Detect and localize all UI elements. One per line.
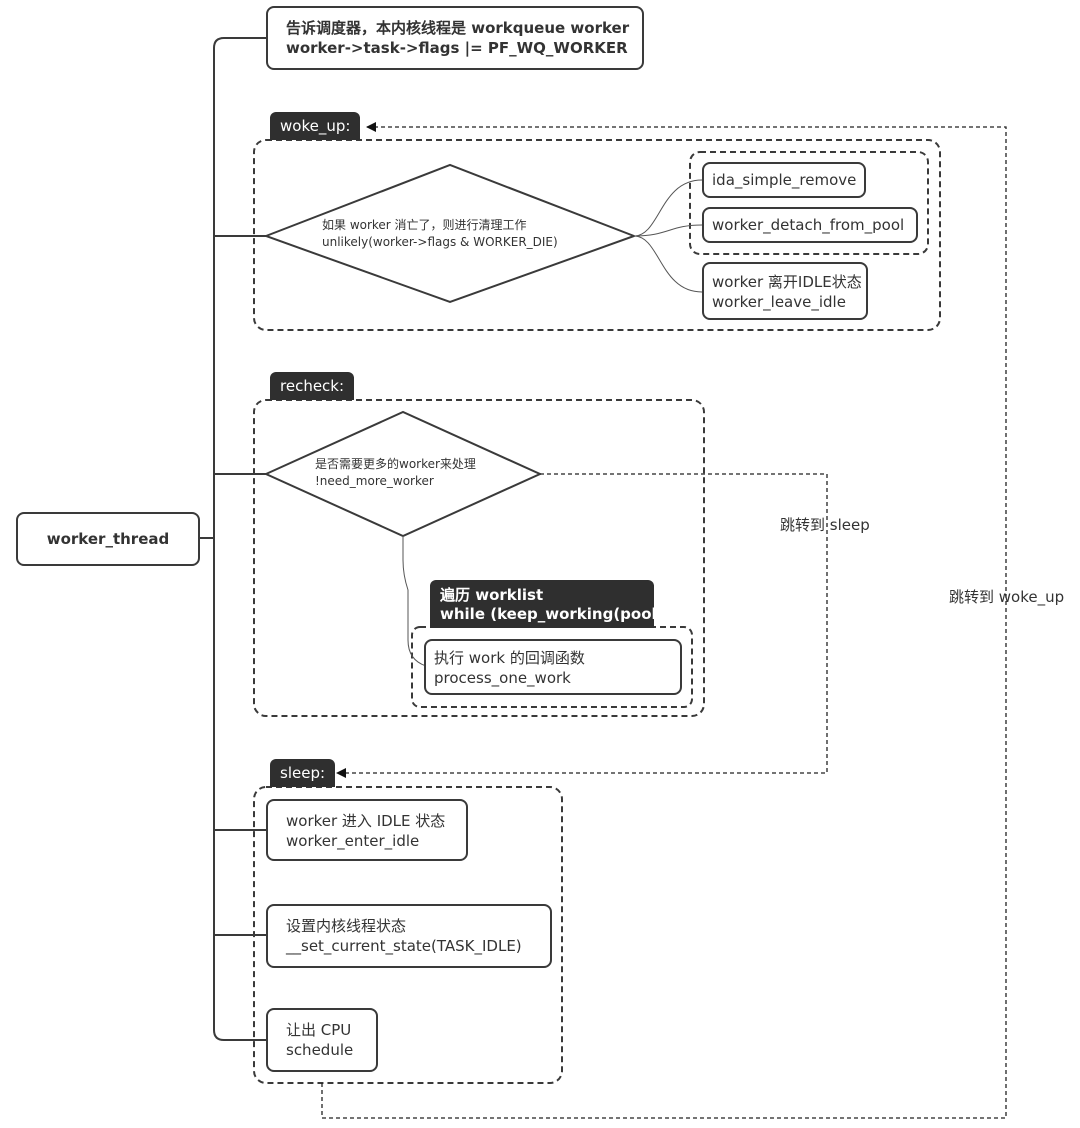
worker-leave-idle-line1: worker 离开IDLE状态: [712, 273, 862, 291]
jump-to-sleep-arrow: [336, 473, 828, 778]
main-connectors: [200, 37, 266, 1041]
jump-to-sleep-label: 跳转到 sleep: [780, 516, 870, 534]
worklist-loop-line2: while (keep_working(pool)): [440, 605, 671, 623]
woke-up-tag: woke_up:: [270, 112, 361, 140]
process-one-work-node: 执行 work 的回调函数 process_one_work: [424, 639, 682, 695]
recheck-diamond-line2: !need_more_worker: [315, 474, 434, 488]
worker-thread-label: worker_thread: [46, 530, 170, 548]
wq-worker-flag-line1: 告诉调度器，本内核线程是 workqueue worker: [286, 19, 630, 37]
woke-up-diamond-line1: 如果 worker 消亡了，则进行清理工作: [322, 218, 527, 232]
set-current-state-line1: 设置内核线程状态: [286, 917, 407, 935]
woke-up-diamond-line2: unlikely(worker->flags & WORKER_DIE): [322, 235, 558, 249]
jump-arrows: [321, 122, 1007, 1119]
set-current-state-node: 设置内核线程状态 __set_current_state(TASK_IDLE): [266, 904, 552, 968]
process-one-work-line2: process_one_work: [434, 669, 571, 687]
set-current-state-line2: __set_current_state(TASK_IDLE): [286, 937, 522, 955]
wq-worker-flag-node: 告诉调度器，本内核线程是 workqueue worker worker->ta…: [266, 6, 644, 70]
worker-thread-node: worker_thread: [16, 512, 200, 566]
worker-detach-label: worker_detach_from_pool: [712, 216, 905, 234]
sleep-frame: [253, 786, 563, 1084]
woke-up-diamond-text: 如果 worker 消亡了，则进行清理工作 unlikely(worker->f…: [322, 217, 558, 251]
schedule-node: 让出 CPU schedule: [266, 1008, 378, 1072]
jump-to-woke-up-arrow: [321, 122, 1007, 1119]
worklist-loop-tag: 遍历 worklist while (keep_working(pool)): [430, 580, 671, 628]
thin-connectors: [402, 179, 703, 667]
recheck-frame: [253, 399, 705, 717]
woke-up-cleanup-frame: [689, 151, 929, 255]
ida-simple-remove-label: ida_simple_remove: [712, 171, 857, 189]
worker-leave-idle-line2: worker_leave_idle: [712, 293, 846, 311]
worker-enter-idle-node: worker 进入 IDLE 状态 worker_enter_idle: [266, 799, 468, 861]
sleep-tag: sleep:: [270, 759, 336, 787]
worklist-loop-line1: 遍历 worklist: [440, 586, 544, 604]
schedule-line1: 让出 CPU: [286, 1021, 352, 1039]
wq-worker-flag-line2: worker->task->flags |= PF_WQ_WORKER: [286, 39, 628, 57]
recheck-tag: recheck:: [270, 372, 355, 400]
recheck-diamond-text: 是否需要更多的worker来处理 !need_more_worker: [315, 456, 476, 490]
worker-enter-idle-line1: worker 进入 IDLE 状态: [286, 812, 446, 830]
schedule-line2: schedule: [286, 1041, 354, 1059]
worker-leave-idle-node: worker 离开IDLE状态 worker_leave_idle: [702, 262, 868, 320]
recheck-diamond-line1: 是否需要更多的worker来处理: [315, 457, 476, 471]
woke-up-frame: [253, 139, 941, 331]
process-one-work-line1: 执行 work 的回调函数: [434, 649, 585, 667]
worker-detach-node: worker_detach_from_pool: [702, 207, 918, 243]
worker-enter-idle-line2: worker_enter_idle: [286, 832, 420, 850]
ida-simple-remove-node: ida_simple_remove: [702, 162, 866, 198]
jump-to-woke-up-label: 跳转到 woke_up: [949, 588, 1065, 606]
